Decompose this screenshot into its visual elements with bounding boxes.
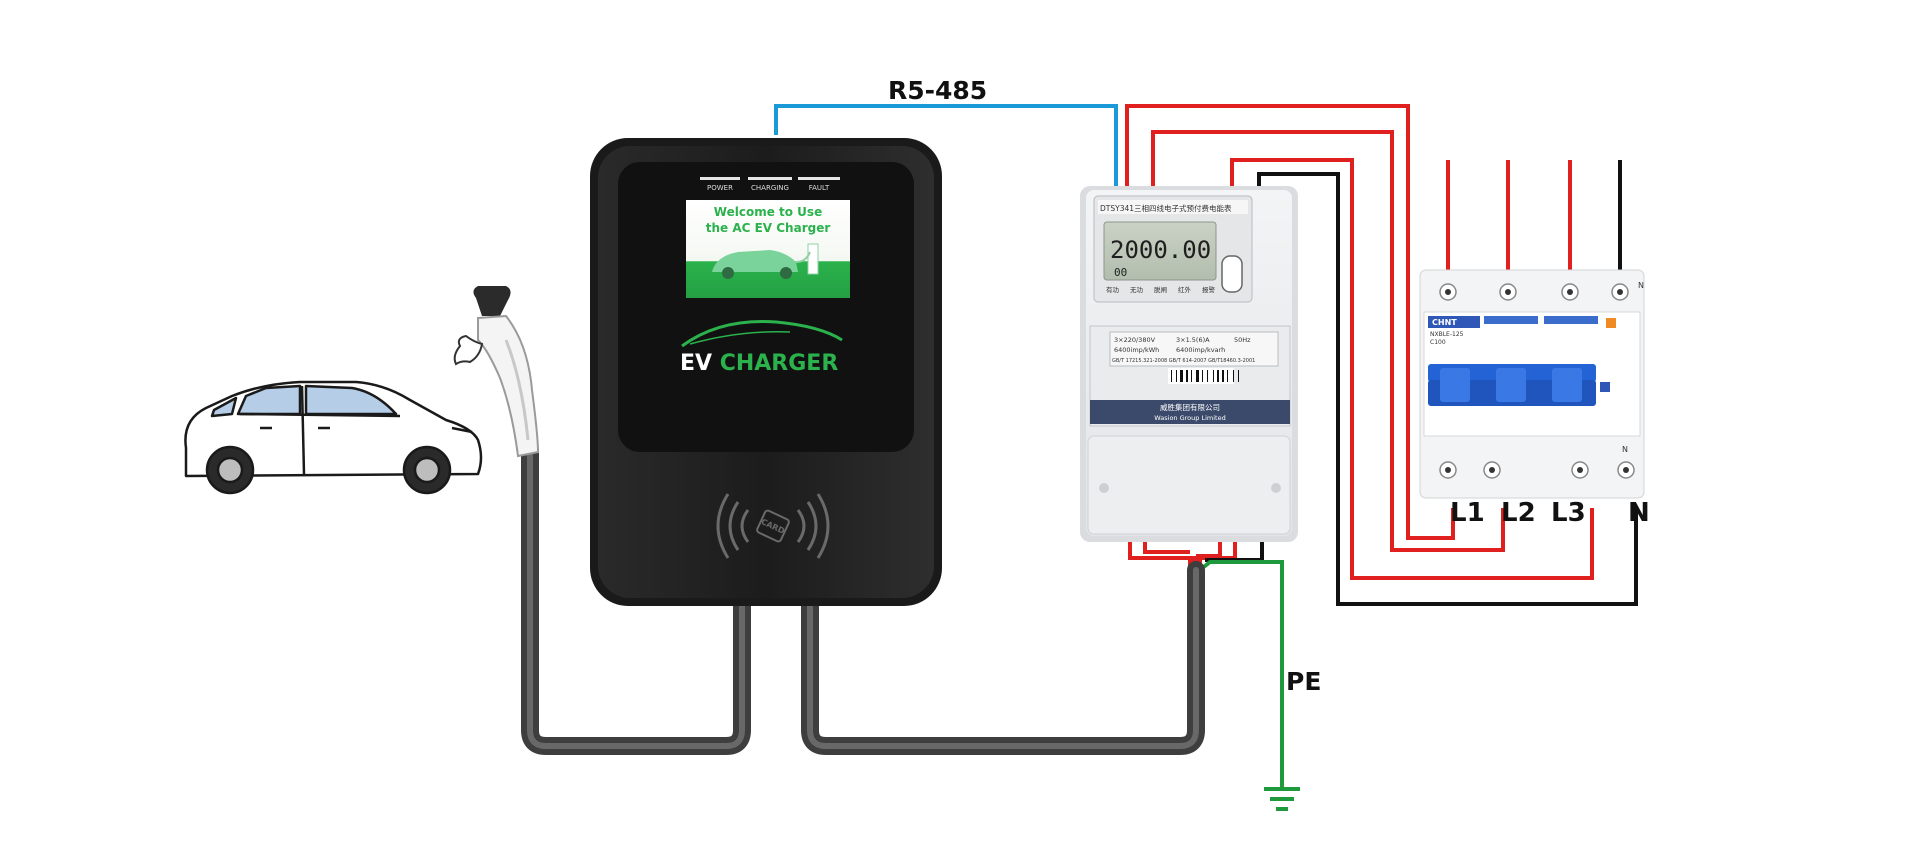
screen-car-icon (712, 243, 819, 279)
ev-charger-logo: EV CHARGER (680, 320, 843, 376)
rs485-wire (774, 104, 1118, 188)
pe-wire (1198, 560, 1284, 788)
meter-reading: 2000.00 (1110, 236, 1211, 264)
charging-gun-connector (453, 286, 540, 458)
charger-indicators: POWER CHARGING FAULT (700, 177, 840, 192)
meter-sub-reading: 00 (1114, 266, 1127, 279)
rcbo-breaker: N CHNT NXBLE-125 C100 N (1419, 269, 1645, 499)
barcode-stripe (1180, 370, 1183, 382)
breaker-n-bottom-label: N (1622, 445, 1628, 454)
n-label: N (1628, 498, 1650, 528)
barcode-stripe (1176, 370, 1177, 382)
breaker-bottom-terminals (1439, 461, 1635, 479)
brand-ev-text: EV (680, 351, 720, 376)
meter-btn-label-2: 无功 (1130, 286, 1144, 294)
meter-output-wires (1128, 538, 1237, 560)
breaker-model: NXBLE-125 (1430, 331, 1464, 338)
live-wire-2 (1151, 130, 1505, 552)
indicator-power-label: POWER (707, 184, 733, 192)
breaker-rating: C100 (1430, 339, 1446, 346)
energy-meter: DTSY341三相四线电子式预付费电能表 2000.00 00 有功 无功 脱闸… (1080, 186, 1298, 542)
barcode-stripe (1213, 370, 1214, 382)
screen-welcome-line1: Welcome to Use (714, 205, 822, 219)
svg-text:EV CHARGER: EV CHARGER (680, 351, 838, 376)
meter-spec-imp-kvarh: 6400imp/kvarh (1176, 346, 1225, 354)
barcode-stripe (1171, 370, 1172, 382)
barcode-stripe (1202, 370, 1203, 382)
meter-model-text: DTSY341三相四线电子式预付费电能表 (1100, 203, 1232, 213)
meter-btn-label-3: 脱闸 (1154, 285, 1167, 294)
pe-label: PE (1286, 667, 1321, 696)
charger-screen: Welcome to Use the AC EV Charger (686, 200, 850, 298)
barcode-stripe (1222, 370, 1224, 382)
brand-charger-text: CHARGER (720, 351, 839, 376)
meter-spec-voltage: 3×220/380V (1114, 336, 1156, 344)
meter-barcode (1168, 368, 1239, 384)
meter-spec-imp-kwh: 6400imp/kWh (1114, 346, 1159, 354)
rs485-label: R5-485 (888, 76, 987, 105)
breaker-brand: CHNT (1432, 318, 1457, 327)
l1-label: L1 (1450, 498, 1485, 528)
barcode-stripe (1207, 370, 1208, 382)
live-wire-3 (1230, 158, 1594, 580)
meter-maker-en: Wasion Group Limited (1154, 414, 1225, 422)
meter-btn-label-4: 红外 (1178, 285, 1192, 294)
barcode-stripe (1186, 370, 1188, 382)
meter-spec-current: 3×1.5(6)A (1176, 336, 1210, 344)
l3-label: L3 (1551, 498, 1586, 528)
barcode-stripe (1196, 370, 1199, 382)
meter-btn-label-1: 有功 (1106, 285, 1120, 294)
meter-spec-freq: 50Hz (1234, 336, 1251, 344)
electric-car-illustration (184, 380, 483, 495)
screen-welcome-line2: the AC EV Charger (706, 221, 831, 235)
breaker-n-top-label: N (1638, 281, 1644, 290)
breaker-top-terminals (1439, 283, 1629, 301)
meter-standards: GB/T 17215.321-2008 GB/T 614-2007 GB/T18… (1112, 358, 1255, 364)
barcode-stripe (1191, 370, 1192, 382)
breaker-toggle-handles (1428, 364, 1610, 406)
barcode-stripe (1238, 370, 1239, 382)
meter-button-labels: 有功 无功 脱闸 红外 报警 (1106, 285, 1216, 294)
earth-ground-symbol (1264, 787, 1300, 811)
indicator-charging-label: CHARGING (751, 184, 789, 192)
barcode-stripe (1217, 370, 1219, 382)
live-wire-1 (1125, 104, 1455, 540)
l2-label: L2 (1501, 498, 1536, 528)
barcode-stripe (1233, 370, 1234, 382)
indicator-fault-label: FAULT (809, 184, 830, 192)
meter-maker-cn: 威胜集团有限公司 (1160, 402, 1220, 412)
barcode-stripe (1227, 370, 1228, 382)
neutral-wire (1257, 172, 1638, 606)
meter-btn-label-5: 报警 (1202, 285, 1216, 294)
